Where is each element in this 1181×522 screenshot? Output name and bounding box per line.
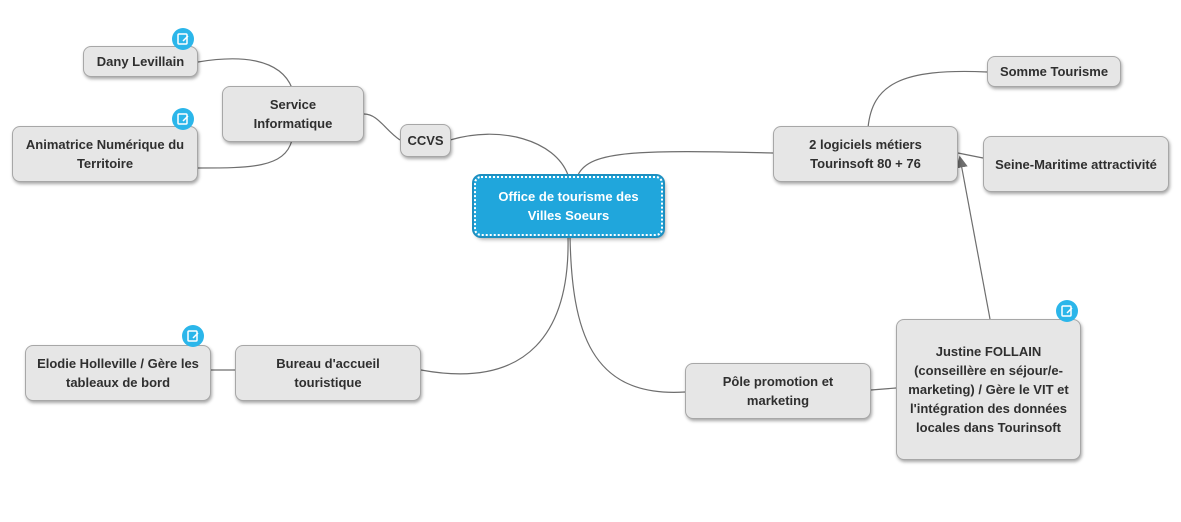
elodie-holleville-node[interactable]: Elodie Holleville / Gère les tableaux de… (25, 345, 211, 401)
pole-promotion-node[interactable]: Pôle promotion et marketing (685, 363, 871, 419)
link-central-ccvs (449, 133, 569, 176)
note-icon[interactable] (1056, 300, 1078, 322)
link-central-pole (569, 236, 686, 393)
link-logiciels-somme (867, 70, 988, 129)
link-logiciels-seine (957, 152, 984, 159)
central-topic[interactable]: Office de tourisme des Villes Soeurs (474, 176, 663, 236)
seine-maritime-node[interactable]: Seine-Maritime attractivité (983, 136, 1169, 192)
animatrice-numerique-node[interactable]: Animatrice Numérique du Territoire (12, 126, 198, 182)
dany-levillain-node[interactable]: Dany Levillain (83, 46, 198, 77)
somme-tourisme-node[interactable]: Somme Tourisme (987, 56, 1121, 87)
note-icon[interactable] (182, 325, 204, 347)
bureau-accueil-node[interactable]: Bureau d'accueil touristique (235, 345, 421, 401)
justine-follain-node[interactable]: Justine FOLLAIN (conseillère en séjour/e… (896, 319, 1081, 460)
link-service-animatrice (197, 139, 293, 169)
link-pole-justine (870, 387, 897, 391)
note-icon[interactable] (172, 28, 194, 50)
ccvs-node[interactable]: CCVS (400, 124, 451, 157)
logiciels-metiers-node[interactable]: 2 logiciels métiers Tourinsoft 80 + 76 (773, 126, 958, 182)
link-service-dany (197, 58, 293, 89)
link-ccvs-service (363, 113, 401, 141)
service-informatique-node[interactable]: Service Informatique (222, 86, 364, 142)
note-icon[interactable] (172, 108, 194, 130)
link-central-bureau (420, 236, 569, 375)
link-central-logiciels (577, 151, 774, 176)
